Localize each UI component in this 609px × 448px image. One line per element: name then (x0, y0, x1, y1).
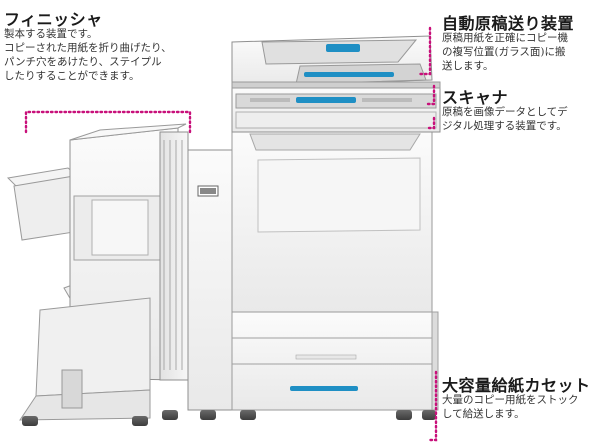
finisher-desc-line: コピーされた用紙を折り曲げたり、 (4, 42, 172, 54)
cassette-desc-line: して給送します。 (442, 408, 525, 420)
finisher-unit (6, 123, 233, 426)
finisher-desc-line: 製本する装置です。 (4, 28, 98, 40)
adf-desc-line: の複写位置(ガラス面)に搬 (442, 46, 566, 58)
adf-desc-line: 原稿用紙を正確にコピー機 (442, 32, 568, 44)
finisher-desc-line: パンチ穴をあけたり、ステイプル (4, 56, 162, 68)
scanner-title: スキャナ (442, 88, 509, 107)
cassette-title: 大容量給紙カセット (442, 376, 591, 395)
scanner-description: 原稿を画像データとしてデ ジタル処理する装置です。 (442, 105, 607, 133)
finisher-description: 製本する装置です。 コピーされた用紙を折り曲げたり、 パンチ穴をあけたり、ステイ… (4, 27, 244, 83)
copier-main-body (231, 131, 433, 313)
finisher-desc-line: したりすることができます。 (4, 70, 140, 82)
leader-lines (24, 26, 438, 442)
scanner-desc-line: ジタル処理する装置です。 (442, 120, 567, 132)
finisher-title: フィニッシャ (4, 10, 103, 29)
scanner-desc-line: 原稿を画像データとしてデ (442, 106, 568, 118)
adf-desc-line: 送します。 (442, 60, 494, 72)
large-capacity-cassette (231, 311, 439, 420)
scanner-unit (231, 87, 441, 133)
cassette-desc-line: 大量のコピー用紙をストック (442, 394, 579, 406)
adf-description: 原稿用紙を正確にコピー機 の複写位置(ガラス面)に搬 送します。 (442, 31, 607, 73)
adf-title: 自動原稿送り装置 (442, 14, 575, 33)
adf-unit (231, 35, 441, 89)
cassette-description: 大量のコピー用紙をストック して給送します。 (442, 393, 607, 421)
